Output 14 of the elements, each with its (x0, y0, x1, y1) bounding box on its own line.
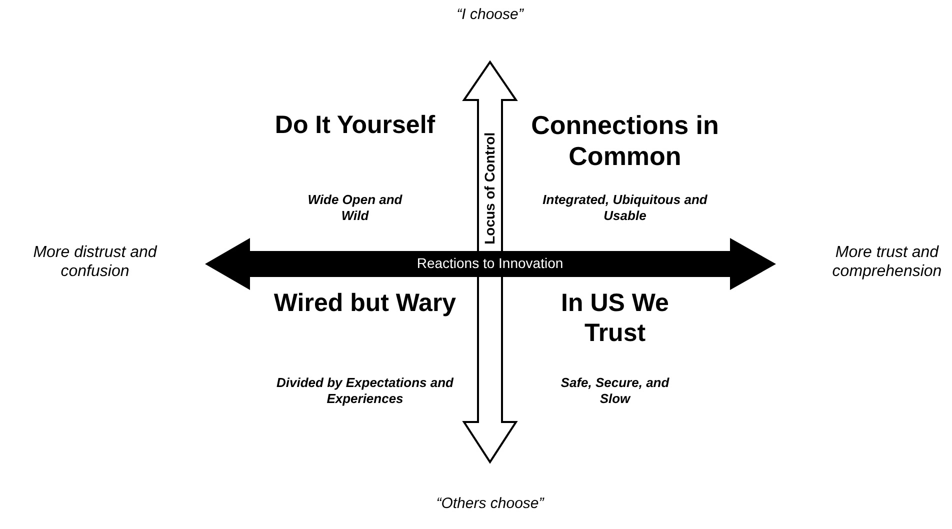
quadrant-subtitle: Safe, Secure, and Slow (560, 375, 670, 406)
quadrant-subtitle: Divided by Expectations and Experiences (276, 375, 455, 406)
axis-end-label: “Others choose” (435, 495, 546, 513)
axis-label: Reactions to Innovation (416, 255, 564, 272)
quadrant-heading: Do It Yourself (274, 110, 436, 140)
quadrant-heading: Connections in Common (530, 110, 720, 172)
quadrant-subtitle: Wide Open and Wild (306, 192, 404, 224)
axis-end-label: More trust and comprehension (831, 243, 943, 282)
quadrant-heading: In US We Trust (560, 288, 670, 348)
axis-label: Locus of Control (482, 131, 498, 246)
quadrant-heading: Wired but Wary (272, 288, 458, 318)
axis-end-label: More distrust and confusion (32, 243, 158, 282)
axis-end-label: “I choose” (456, 6, 525, 24)
quadrant-subtitle: Integrated, Ubiquitous and Usable (542, 192, 708, 224)
